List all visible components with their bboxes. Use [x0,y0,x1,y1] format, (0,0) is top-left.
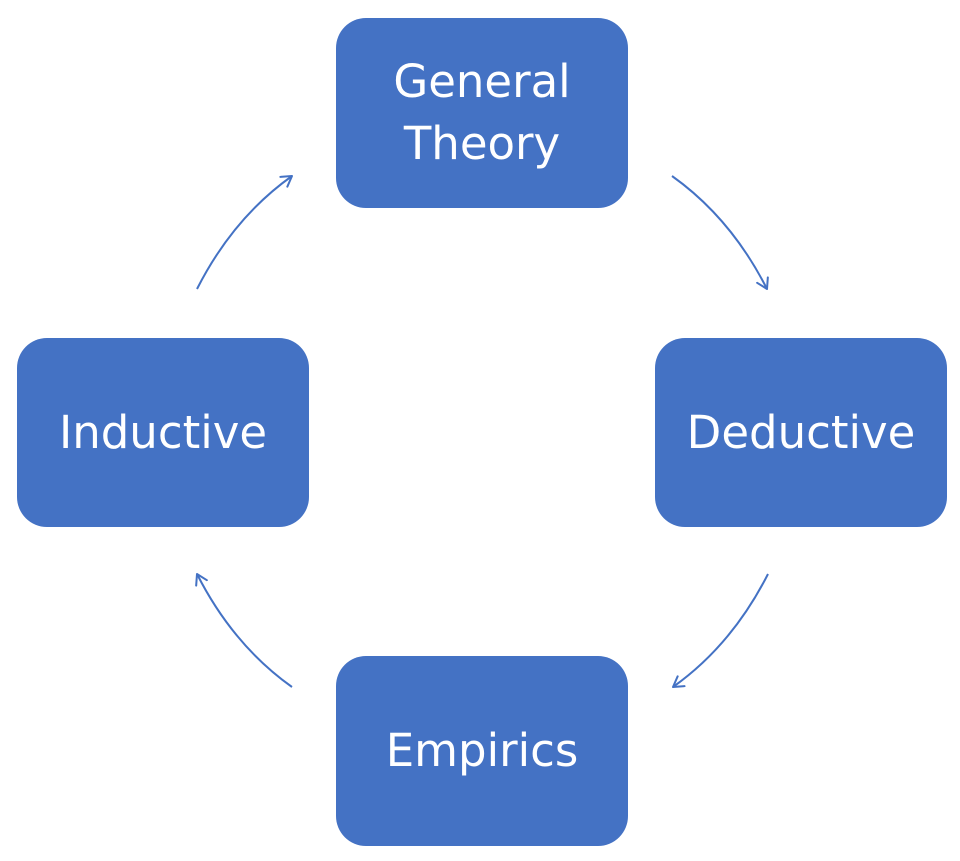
arrow-inductive-to-theory [196,175,293,290]
node-deductive-label: Deductive [686,405,916,459]
node-general-theory-label: General Theory [393,55,571,170]
arrow-deductive-to-empirics [672,573,769,688]
node-empirics: Empirics [336,656,628,846]
node-general-theory: General Theory [336,18,628,208]
node-inductive: Inductive [17,338,309,527]
node-inductive-label: Inductive [58,405,268,459]
node-empirics-label: Empirics [385,724,579,777]
node-deductive: Deductive [655,338,947,527]
arrow-empirics-to-inductive [195,573,293,688]
arrow-theory-to-deductive [671,175,769,290]
